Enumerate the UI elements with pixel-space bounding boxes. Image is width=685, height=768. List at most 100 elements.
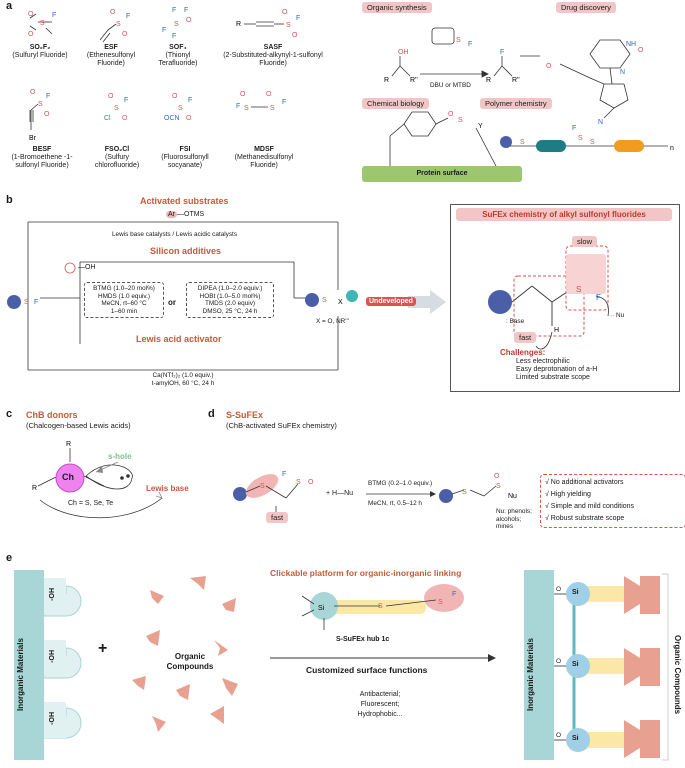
svg-text:O: O	[292, 32, 298, 39]
x-definition: X = O, NR'''	[316, 318, 349, 325]
o-label-2: O	[556, 658, 562, 665]
organic-shards	[132, 576, 238, 732]
svg-text:F: F	[172, 33, 176, 40]
chb-donors-subtitle: (Chalcogen-based Lewis acids)	[26, 421, 131, 430]
svg-text:F: F	[34, 299, 38, 306]
lewis-base-label: Lewis base	[146, 484, 189, 493]
reagent-formula: BESF	[32, 146, 52, 153]
inorganic-label-right: Inorganic Materials	[526, 638, 535, 712]
s-sufex-subtitle: (ChB-activated SuFEx chemistry)	[226, 421, 337, 430]
hub-label: S-SuFEx hub 1c	[336, 636, 390, 643]
otms-label: OTMS	[184, 211, 205, 218]
function-item: Antibacterial;	[359, 691, 401, 698]
or-label: or	[168, 298, 176, 307]
sufex-alkyl-box	[450, 204, 680, 392]
polymer-chemistry-label: Polymer chemistry	[480, 98, 552, 109]
drug-discovery-label: Drug discovery	[556, 2, 617, 13]
oh-group-3: -OH	[49, 712, 56, 725]
r-oh: —OH	[78, 264, 96, 271]
svg-text:S: S	[174, 21, 179, 28]
svg-text:S: S	[296, 479, 301, 486]
inorganic-label-left: Inorganic Materials	[16, 638, 25, 712]
svg-text:Cl: Cl	[104, 115, 111, 122]
s-sufex-cond2: MeCN, rt, 0.5–12 h	[368, 500, 422, 507]
svg-text:S: S	[520, 139, 525, 146]
svg-text:O: O	[448, 111, 454, 118]
cond2-line: TMDS (2.0 equiv)	[204, 300, 256, 307]
panel-b-letter: b	[6, 194, 13, 206]
svg-text:S: S	[590, 139, 595, 146]
cond3-line: Ca(NTf₂)₂ (1.0 equiv.)	[152, 372, 214, 379]
si-label-2: Si	[572, 661, 579, 668]
svg-text:O: O	[28, 31, 34, 38]
plus-sign: +	[98, 640, 108, 657]
organic-compounds-label: Organic Compounds	[166, 652, 214, 671]
fast-badge: fast	[514, 332, 537, 343]
svg-text:S: S	[114, 105, 119, 112]
svg-text:F: F	[500, 49, 504, 56]
svg-text:F: F	[126, 13, 130, 20]
svg-text:R'': R''	[512, 77, 520, 84]
reagent-so2f2: SO₂F₂ (Sulfuryl Fluoride)	[10, 44, 70, 60]
oh-group-2: -OH	[49, 650, 56, 663]
svg-text:F: F	[596, 293, 601, 302]
h-nu-reagent: + H—Nu	[326, 490, 354, 497]
lewis-acid-conditions: Ca(NTf₂)₂ (1.0 equiv.) t-amylOH, 60 °C, …	[118, 372, 248, 387]
ch-equation: Ch = S, Se, Te	[68, 500, 114, 507]
organic-synthesis-label: Organic synthesis	[362, 2, 432, 13]
svg-text:F: F	[296, 15, 300, 22]
reagent-besf: BESF (1-Bromoethene -1-sulfonyl Fluoride…	[4, 146, 80, 170]
inorganic-slab-left	[14, 570, 44, 760]
svg-text:O: O	[172, 93, 178, 100]
svg-text:F: F	[282, 99, 286, 106]
svg-text:O: O	[546, 63, 552, 70]
svg-text:S: S	[40, 20, 45, 27]
svg-text:O: O	[240, 91, 246, 98]
svg-text:N: N	[620, 69, 625, 76]
slow-badge: slow	[572, 236, 598, 247]
svg-text:O: O	[122, 31, 128, 38]
sufex-alkyl-title: SuFEx chemistry of alkyl sulfonyl fluori…	[456, 208, 672, 221]
svg-text:F: F	[172, 7, 176, 14]
svg-text:O: O	[266, 91, 272, 98]
polymer-block-teal	[536, 140, 566, 152]
socket-3	[44, 702, 66, 738]
svg-text:O: O	[308, 479, 314, 486]
challenge-item: Less electrophilic	[516, 358, 570, 365]
ar-label: Ar	[166, 211, 177, 218]
ar-otms: Ar—OTMS	[166, 211, 205, 218]
cond3-line: t-amylOH, 60 °C, 24 h	[151, 379, 215, 387]
reagent-mdsf: MDSF (Methanedisulfonyl Fluoride)	[224, 146, 304, 170]
svg-text:S: S	[496, 483, 501, 490]
svg-text:n: n	[670, 145, 674, 152]
reagent-condition: DBU or MTBD	[430, 82, 471, 89]
svg-text:O: O	[186, 17, 192, 24]
s-sufex-title: S-SuFEx	[226, 410, 264, 420]
svg-text:S: S	[322, 297, 327, 304]
chemical-biology-label: Chemical biology	[362, 98, 430, 109]
svg-text:OH: OH	[398, 49, 409, 56]
reagent-formula: MDSF	[254, 146, 274, 153]
svg-text:O: O	[494, 473, 500, 480]
feature-item: √ No additional activators	[545, 479, 624, 486]
reagent-name: (Fluorosulfonyll socyanate)	[161, 154, 209, 169]
oh-text: OH	[49, 650, 56, 661]
svg-text:F: F	[572, 125, 576, 132]
challenges-list: Less electrophilic Easy deprotonation of…	[516, 358, 597, 382]
svg-text:S: S	[24, 299, 29, 306]
challenge-item: Easy deprotonation of a-H	[516, 366, 598, 373]
reagent-formula: ESF	[104, 44, 118, 51]
svg-text:X: X	[338, 299, 343, 306]
svg-text:O: O	[122, 115, 128, 122]
function-item: Fluorescent;	[360, 701, 400, 708]
reagent-name: (Sulfury chlorofluoride)	[94, 154, 140, 169]
svg-text:S: S	[116, 21, 121, 28]
svg-text:F: F	[124, 97, 128, 104]
panel-e-letter: e	[6, 552, 13, 564]
svg-text:O: O	[44, 111, 50, 118]
chb-donors-title: ChB donors	[26, 410, 78, 420]
svg-text:O: O	[638, 47, 644, 54]
reagent-sasf: SASF (2-Substituted-alkynyl-1-sulfonyl F…	[218, 44, 328, 68]
undeveloped-badge: Undeveloped	[366, 297, 416, 306]
svg-text:S: S	[458, 117, 463, 124]
